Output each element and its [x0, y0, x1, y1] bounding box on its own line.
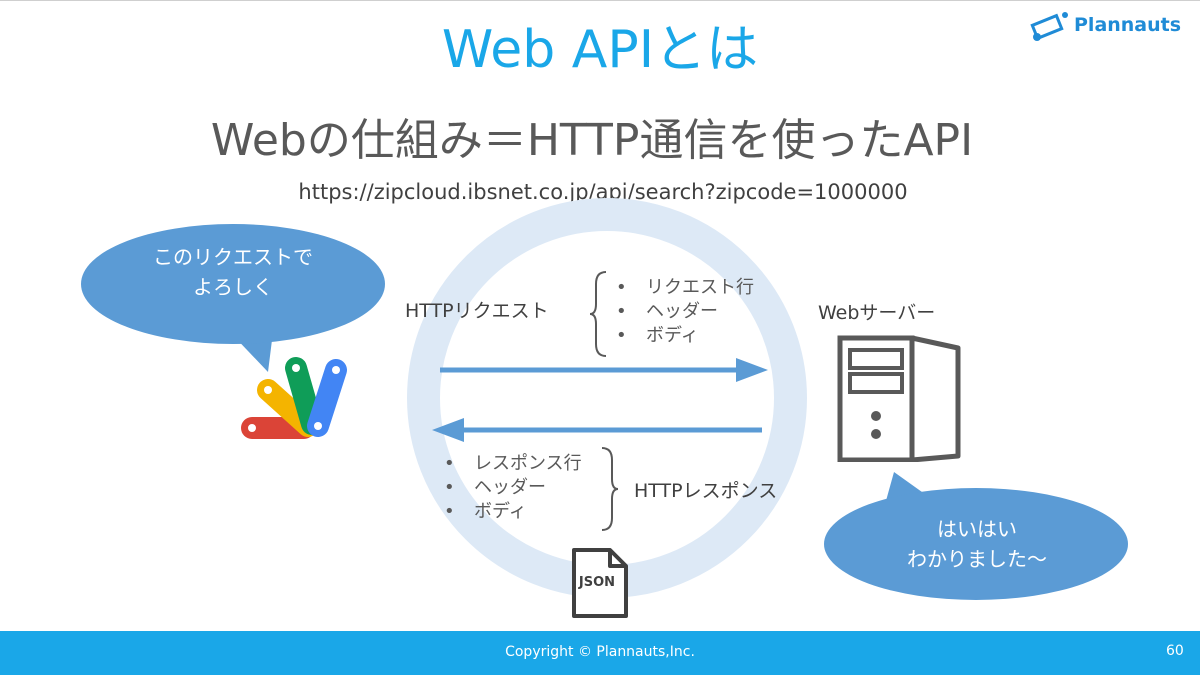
page-number: 60: [1166, 643, 1184, 659]
http-response-label: HTTPレスポンス: [634, 480, 778, 502]
json-file-label: JSON: [578, 575, 616, 590]
request-brace: [589, 271, 607, 357]
copyright-text: Copyright © Plannauts,Inc.: [505, 644, 695, 660]
json-file-icon: [572, 548, 628, 618]
request-parts-list: リクエスト行 ヘッダー ボディ: [616, 276, 754, 348]
plannauts-logo-icon: [1030, 12, 1068, 41]
request-part: ヘッダー: [616, 300, 754, 324]
response-parts-list: レスポンス行 ヘッダー ボディ: [444, 452, 582, 524]
logo-text: Plannauts: [1074, 14, 1182, 36]
server-speech-bubble: [824, 472, 1128, 600]
footer-bar: [0, 631, 1200, 675]
response-part: ボディ: [444, 500, 582, 524]
top-divider: [0, 0, 1200, 1]
google-apps-script-icon: [241, 357, 347, 439]
request-part: リクエスト行: [616, 276, 754, 300]
plannauts-logo: Plannauts: [1030, 8, 1181, 42]
communication-cycle-ring: [407, 198, 807, 598]
web-server-label: Webサーバー: [818, 302, 936, 324]
response-arrow: [432, 418, 762, 442]
slide-subtitle: Webの仕組み＝HTTP通信を使ったAPI: [210, 115, 974, 166]
request-arrow: [440, 358, 768, 382]
http-request-label: HTTPリクエスト: [405, 300, 549, 322]
request-part: ボディ: [616, 324, 754, 348]
web-server-icon: [837, 335, 961, 462]
response-part: ヘッダー: [444, 476, 582, 500]
slide-title: Web APIとは: [441, 20, 759, 80]
response-part: レスポンス行: [444, 452, 582, 476]
server-bubble-text: はいはい わかりました～: [907, 517, 1047, 571]
response-brace: [601, 447, 619, 531]
client-speech-bubble: [81, 224, 385, 372]
client-bubble-text: このリクエストで よろしく: [153, 245, 313, 299]
